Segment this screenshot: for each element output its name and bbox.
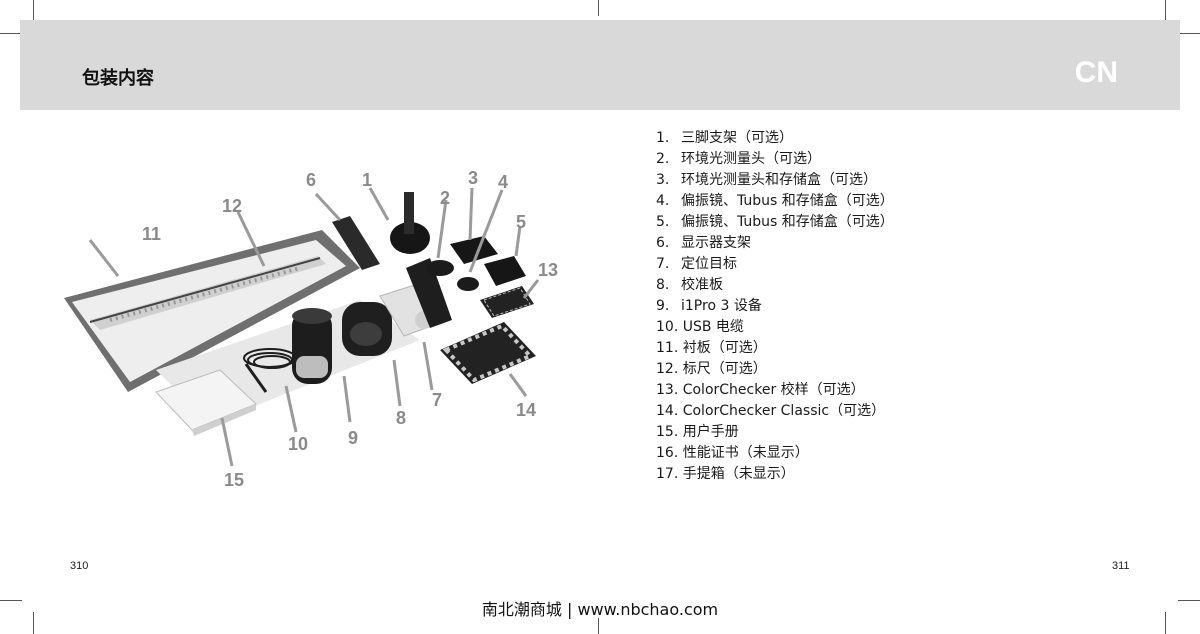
- crop-mark: [1165, 0, 1166, 20]
- footer-watermark: 南北潮商城 | www.nbchao.com: [481, 600, 719, 619]
- list-item: 17. 手提箱（未显示）: [656, 466, 795, 482]
- list-item: 6.显示器支架: [656, 235, 751, 251]
- backing-board: [64, 230, 360, 392]
- crop-mark: [598, 618, 599, 634]
- user-manual: [155, 369, 257, 436]
- callout-10: 10: [288, 434, 308, 454]
- list-item: 14. ColorChecker Classic（可选）: [656, 403, 886, 419]
- ambient-light-head: [426, 260, 454, 276]
- tripod-stand: [390, 192, 430, 254]
- page-number-left: 310: [70, 560, 89, 572]
- crop-mark: [0, 33, 22, 34]
- list-item: 10. USB 电缆: [656, 319, 744, 335]
- callout-9: 9: [348, 428, 358, 448]
- callout-arrows: [88, 187, 540, 467]
- display-holder: [332, 216, 452, 328]
- header-band: 包装内容 CN: [20, 20, 1180, 110]
- list-item: 7.定位目标: [656, 256, 737, 272]
- callout-14: 14: [516, 400, 536, 420]
- list-item: 11. 衬板（可选）: [656, 340, 767, 356]
- polarizer-tubus: [457, 277, 479, 291]
- crop-mark: [1178, 33, 1200, 34]
- crop-mark: [1178, 600, 1200, 601]
- crop-mark: [598, 0, 599, 16]
- callout-1: 1: [362, 170, 372, 190]
- callout-6: 6: [306, 170, 316, 190]
- list-item: 8.校准板: [656, 277, 723, 293]
- language-code: CN: [1074, 56, 1118, 89]
- polarizer-storage-box: [484, 256, 526, 286]
- callout-4: 4: [498, 172, 508, 192]
- callout-3: 3: [468, 168, 478, 188]
- list-item: 9.i1Pro 3 设备: [656, 298, 762, 314]
- list-item: 5.偏振镜、Tubus 和存储盒（可选）: [656, 214, 894, 230]
- calibration-plate: [342, 302, 392, 356]
- list-item: 4.偏振镜、Tubus 和存储盒（可选）: [656, 193, 894, 209]
- ambient-storage-box: [450, 236, 498, 264]
- callout-7: 7: [432, 390, 442, 410]
- list-item: 3.环境光测量头和存储盒（可选）: [656, 172, 877, 188]
- colorchecker-proof: [480, 286, 534, 318]
- list-item: 1.三脚支架（可选）: [656, 130, 793, 146]
- list-item: 2.环境光测量头（可选）: [656, 151, 821, 167]
- colorchecker-classic: [440, 322, 536, 384]
- page-title: 包装内容: [82, 68, 154, 89]
- list-item: 12. 标尺（可选）: [656, 361, 767, 377]
- callout-11: 11: [142, 224, 161, 244]
- crop-mark: [33, 0, 34, 20]
- list-item: 13. ColorChecker 校样（可选）: [656, 382, 865, 398]
- package-contents-list: 1.三脚支架（可选） 2.环境光测量头（可选） 3.环境光测量头和存储盒（可选）…: [656, 128, 894, 485]
- page-number-right: 311: [1112, 560, 1130, 572]
- crop-mark: [33, 612, 34, 634]
- package-contents-illustration: 1 2 3 4 5 6 7 8 9 10 11 12 13 14 15: [64, 168, 558, 490]
- callout-12: 12: [222, 196, 242, 216]
- ruler: [89, 257, 321, 323]
- callout-15: 15: [224, 470, 244, 490]
- list-item: 15. 用户手册: [656, 424, 739, 440]
- crop-mark: [0, 600, 22, 601]
- list-item: 16. 性能证书（未显示）: [656, 445, 809, 461]
- callout-8: 8: [396, 408, 406, 428]
- callout-13: 13: [538, 260, 558, 280]
- i1pro3-device: [292, 308, 332, 384]
- callout-2: 2: [440, 188, 450, 208]
- crop-mark: [1165, 612, 1166, 634]
- callout-5: 5: [516, 212, 526, 232]
